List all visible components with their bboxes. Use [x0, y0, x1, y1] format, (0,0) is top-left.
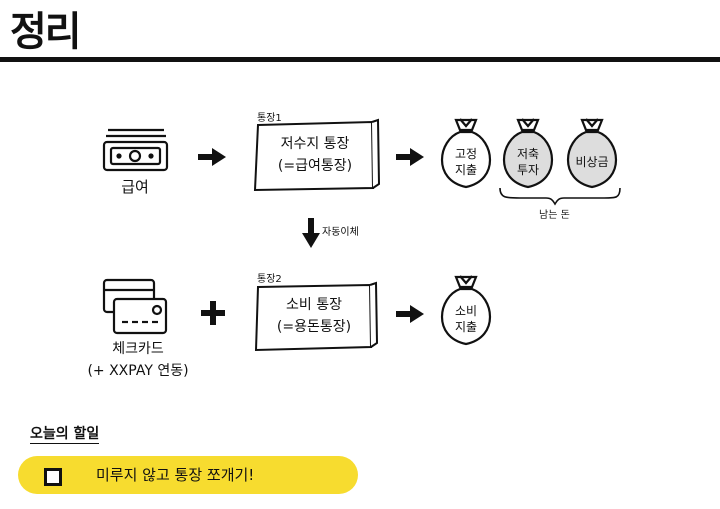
salary-label: 급여: [121, 178, 149, 196]
todo-heading: 오늘의 할일: [30, 426, 100, 444]
todo-item-text: 미루지 않고 통장 쪼개기!: [96, 466, 255, 484]
bag-fixed-line1: 고정: [454, 147, 478, 161]
account2-tag: 통장2: [257, 274, 282, 285]
money-bag-icon: [502, 118, 554, 189]
checkbox[interactable]: [44, 468, 62, 486]
card-label: 체크카드: [112, 341, 164, 357]
account1-name: 저수지 통장: [280, 136, 350, 152]
account2-alias: (=용돈통장): [276, 319, 352, 335]
arrow-right-icon: [198, 148, 226, 166]
bag-spend-line2: 지출: [454, 320, 478, 334]
brace-label: 남는 돈: [539, 210, 570, 221]
arrow-right-icon: [396, 305, 424, 323]
brace-line: [499, 187, 621, 206]
plus-icon: [201, 301, 225, 325]
account2-card: [254, 281, 379, 352]
money-bag-icon: [566, 118, 618, 189]
account1-card: [253, 118, 381, 192]
bag-spend-line1: 소비: [454, 304, 478, 318]
transfer-label: 자동이체: [322, 227, 359, 238]
credit-card-icon: [102, 278, 168, 335]
title-divider: [0, 57, 720, 62]
bag-fixed-line2: 지출: [454, 163, 478, 177]
account1-alias: (=급여통장): [277, 158, 353, 174]
todo-item[interactable]: 미루지 않고 통장 쪼개기!: [18, 456, 358, 494]
bag-saving-line2: 투자: [516, 163, 540, 177]
arrow-right-icon: [396, 148, 424, 166]
account1-tag: 통장1: [257, 113, 282, 124]
arrow-down-icon: [302, 218, 320, 248]
money-bag-icon: [440, 118, 492, 189]
card-sublabel: (+ XXPAY 연동): [87, 363, 189, 379]
account2-name: 소비 통장: [286, 297, 342, 313]
bag-emergency-line1: 비상금: [575, 155, 609, 169]
bag-saving-line1: 저축: [516, 147, 540, 161]
cash-icon: [102, 128, 169, 172]
money-bag-icon: [440, 275, 492, 346]
page-title: 정리: [10, 9, 82, 55]
